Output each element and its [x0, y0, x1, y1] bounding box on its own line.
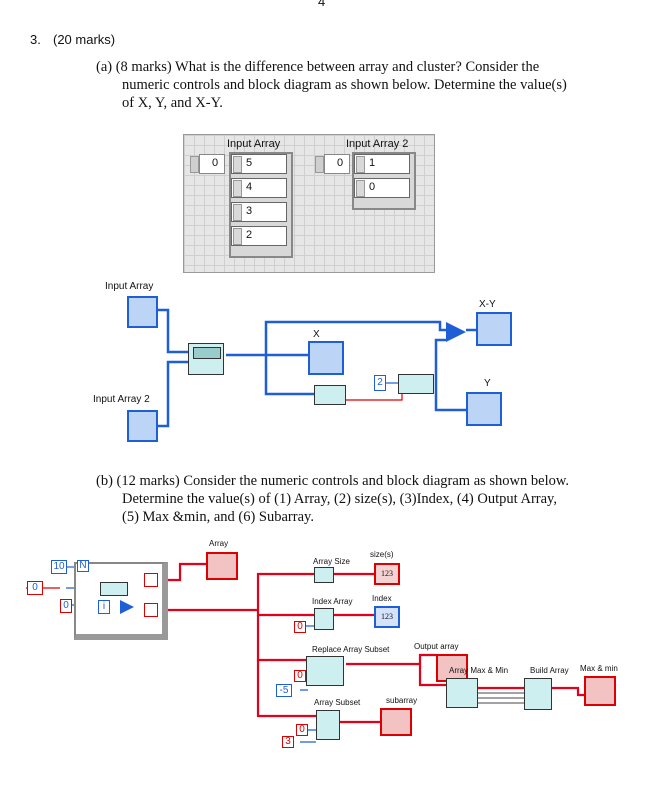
- part-a-line3: of X, Y, and X-Y.: [122, 95, 223, 111]
- part-b-line1: (b) (12 marks) Consider the numeric cont…: [96, 473, 570, 489]
- sizes-label: size(s): [370, 550, 394, 559]
- y-indicator[interactable]: [466, 392, 502, 426]
- part-b-line3: (5) Max &min, and (6) Subarray.: [122, 509, 314, 525]
- part-b-line2: Determine the value(s) of (1) Array, (2)…: [122, 491, 557, 507]
- x-label: X: [313, 329, 320, 340]
- array-size-label: Array Size: [313, 557, 350, 566]
- input-array2-terminal[interactable]: [127, 410, 158, 442]
- diag-input-array2-label: Input Array 2: [93, 394, 150, 405]
- index-array-label: Index Array: [312, 597, 353, 606]
- input-array2-element-0[interactable]: 1: [354, 154, 410, 174]
- subarray-label: subarray: [386, 696, 418, 705]
- part-a-line2: numeric controls and block diagram as sh…: [122, 77, 567, 93]
- question-marks: (20 marks): [53, 32, 116, 47]
- page-number: 4: [318, 0, 326, 9]
- build-array-label: Build Array: [530, 666, 569, 675]
- input-array-element-1[interactable]: 4: [231, 178, 287, 198]
- output-array-label: Output array: [414, 642, 459, 651]
- tunnel-icon: [144, 573, 158, 587]
- tunnel-icon: [144, 603, 158, 617]
- subset-label: Array Subset: [314, 698, 361, 707]
- unbundle-node[interactable]: [314, 385, 346, 405]
- array-label: Array: [209, 539, 229, 548]
- const-0b[interactable]: 0: [60, 599, 72, 613]
- loop-count-n: N: [77, 560, 89, 572]
- diag-input-array-label: Input Array: [105, 281, 154, 292]
- index-array-node-b[interactable]: [314, 608, 334, 630]
- sizes-indicator[interactable]: 123: [374, 563, 400, 585]
- const-2[interactable]: 2: [374, 375, 386, 391]
- select-icon: [120, 600, 134, 614]
- loop-iteration-i: i: [98, 600, 110, 614]
- build-cluster-node[interactable]: [188, 343, 224, 375]
- input-array-element-2[interactable]: 3: [231, 202, 287, 222]
- input-array-label: Input Array: [227, 138, 281, 150]
- const-0d[interactable]: 0: [296, 724, 308, 736]
- const-0c[interactable]: 0: [294, 621, 306, 633]
- subarray-indicator[interactable]: [380, 708, 412, 736]
- input-array2-label: Input Array 2: [346, 138, 409, 150]
- input-array2-element-1[interactable]: 0: [354, 178, 410, 198]
- index-indicator[interactable]: 123: [374, 606, 400, 628]
- input-array-terminal[interactable]: [127, 296, 158, 328]
- array-subset-node[interactable]: [316, 710, 340, 740]
- subtract-icon[interactable]: [446, 322, 466, 342]
- part-b-text: (b) (12 marks) Consider the numeric cont…: [96, 472, 636, 526]
- array-max-min-node[interactable]: [446, 678, 478, 708]
- index-spinner-icon[interactable]: [315, 156, 324, 173]
- input-array-index[interactable]: 0: [190, 154, 225, 174]
- replace-subset-node[interactable]: [306, 656, 344, 686]
- input-array-element-3[interactable]: 2: [231, 226, 287, 246]
- const-0-replace[interactable]: 0: [294, 670, 306, 682]
- const-0a[interactable]: 0: [27, 581, 43, 595]
- input-array-element-0[interactable]: 5: [231, 154, 287, 174]
- question-number: 3.: [30, 32, 41, 47]
- xy-indicator[interactable]: [476, 312, 512, 346]
- x-indicator[interactable]: [308, 341, 344, 375]
- build-array-node[interactable]: [524, 678, 552, 710]
- loop-index-node[interactable]: [100, 582, 128, 596]
- bundle-icon: [193, 347, 221, 359]
- const-neg5[interactable]: -5: [276, 684, 292, 697]
- const-3[interactable]: 3: [282, 736, 294, 748]
- max-min-indicator[interactable]: [584, 676, 616, 706]
- y-label: Y: [484, 378, 491, 389]
- input-array2-index[interactable]: 0: [315, 154, 350, 174]
- max-min-indicator-label: Max & min: [580, 664, 618, 673]
- index-label: Index: [372, 594, 392, 603]
- const-10[interactable]: 10: [51, 560, 67, 574]
- part-a-text: (a) (8 marks) What is the difference bet…: [96, 58, 616, 112]
- array-size-node[interactable]: [314, 567, 334, 583]
- part-a-line1: (a) (8 marks) What is the difference bet…: [96, 59, 540, 75]
- replace-label: Replace Array Subset: [312, 645, 390, 654]
- xy-label: X-Y: [479, 299, 496, 310]
- maxmin-label: Array Max & Min: [449, 666, 509, 675]
- index-array-node-a[interactable]: [398, 374, 434, 394]
- array-indicator[interactable]: [206, 552, 238, 580]
- index-spinner-icon[interactable]: [190, 156, 199, 173]
